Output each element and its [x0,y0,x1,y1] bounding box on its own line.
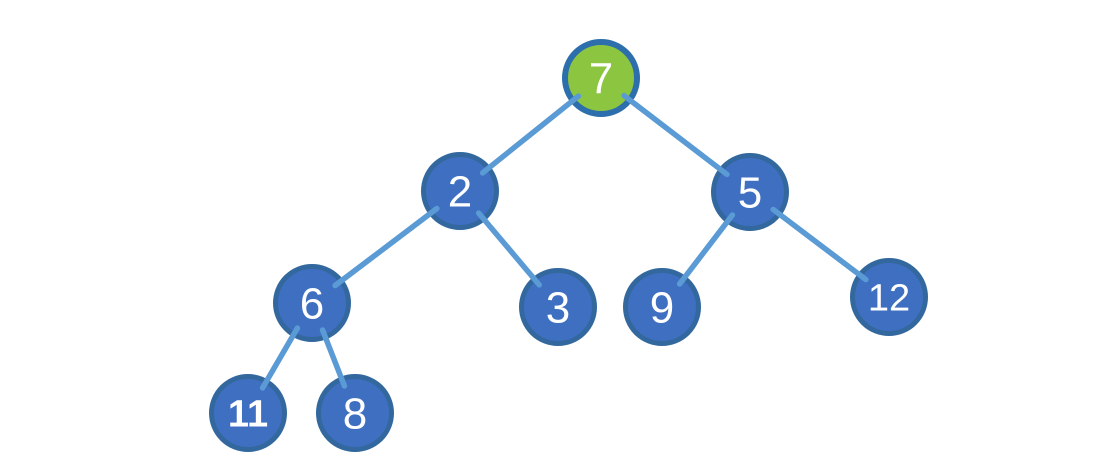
tree-edge-7-5 [621,92,730,178]
tree-edge-6-8 [319,327,348,389]
tree-node-label-2: 2 [448,167,472,216]
tree-node-label-9: 9 [650,283,674,332]
tree-edge-5-9 [676,212,736,287]
tree-node-circle-6 [273,264,351,342]
tree-node-label-3: 3 [546,283,570,332]
tree-node-circle-2 [421,152,499,230]
tree-node-circle-9 [623,268,701,346]
tree-node-circle-8 [316,374,394,452]
tree-node-circle-3 [519,268,597,346]
tree-edge-2-3 [475,210,543,288]
tree-node-label-12: 12 [868,277,910,319]
tree-edge-6-11 [259,325,301,391]
tree-node-label-6: 6 [300,279,324,328]
tree-node-circle-5 [711,153,789,231]
tree-edge-2-6 [332,205,440,289]
tree-node-circle-12 [850,258,928,336]
tree-edge-5-12 [770,206,869,283]
tree-node-circle-7 [562,39,640,117]
tree-node-label-8: 8 [343,389,367,438]
tree-node-label-11: 11 [228,393,268,435]
tree-node-circle-11 [209,374,287,452]
tree-node-label-7: 7 [589,54,613,103]
tree-edge-7-2 [479,93,582,176]
tree-node-label-5: 5 [738,168,762,217]
